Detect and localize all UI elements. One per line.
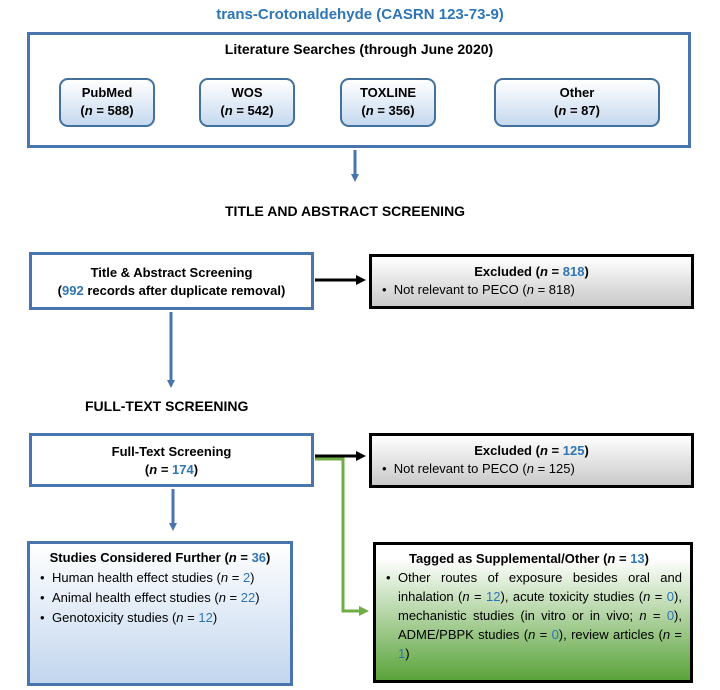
ft-excluded-heading: Excluded (n = 125) <box>474 443 589 458</box>
ta-excluded-box: Excluded (n = 818) • Not relevant to PEC… <box>369 254 694 309</box>
wos-box: WOS (n = 542) <box>199 78 295 127</box>
ta-excluded-heading: Excluded (n = 818) <box>474 264 589 279</box>
human-health-item: Human health effect studies (n = 2) <box>40 568 290 588</box>
literature-search-box <box>27 32 691 148</box>
studies-further-box: Studies Considered Further (n = 36) Huma… <box>27 541 293 686</box>
ft-excluded-reason: • Not relevant to PECO (n = 125) <box>382 461 575 476</box>
ta-excluded-reason: • Not relevant to PECO (n = 818) <box>382 282 575 297</box>
ft-excluded-box: Excluded (n = 125) • Not relevant to PEC… <box>369 433 694 488</box>
genotoxicity-item: Genotoxicity studies (n = 12) <box>40 608 290 628</box>
ft-section-heading: FULL-TEXT SCREENING <box>85 398 249 414</box>
ft-screening-box: Full-Text Screening (n = 174) <box>29 433 314 487</box>
other-source-label: Other <box>559 85 595 100</box>
pubmed-box: PubMed (n = 588) <box>59 78 155 127</box>
ta-screening-label: Title & Abstract Screening <box>90 265 253 280</box>
ft-screening-count: (n = 174) <box>144 462 199 477</box>
toxline-label: TOXLINE <box>359 85 417 100</box>
other-source-box: Other (n = 87) <box>494 78 660 127</box>
pubmed-label: PubMed <box>81 85 133 100</box>
toxline-count: (n = 356) <box>361 103 415 118</box>
diagram-title: trans-Crotonaldehyde (CASRN 123-73-9) <box>216 6 504 23</box>
supplemental-box: Tagged as Supplemental/Other (n = 13) Ot… <box>373 542 693 683</box>
toxline-box: TOXLINE (n = 356) <box>340 78 436 127</box>
ft-to-supplemental-arrow <box>315 457 369 616</box>
wos-count: (n = 542) <box>220 103 274 118</box>
ta-screening-box: Title & Abstract Screening (992 records … <box>29 252 314 310</box>
ta-screening-records: (992 records after duplicate removal) <box>57 283 286 298</box>
supplemental-item: Other routes of exposure besides oral an… <box>386 568 682 663</box>
animal-health-item: Animal health effect studies (n = 22) <box>40 588 290 608</box>
wos-label: WOS <box>231 85 263 100</box>
pubmed-count: (n = 588) <box>80 103 134 118</box>
supplemental-heading: Tagged as Supplemental/Other (n = 13) <box>408 551 649 566</box>
ft-screening-label: Full-Text Screening <box>111 444 232 459</box>
literature-search-heading: Literature Searches (through June 2020) <box>224 41 494 57</box>
other-source-count: (n = 87) <box>554 103 600 118</box>
studies-further-heading: Studies Considered Further (n = 36) <box>49 550 271 565</box>
ta-section-heading: TITLE AND ABSTRACT SCREENING <box>225 203 466 219</box>
